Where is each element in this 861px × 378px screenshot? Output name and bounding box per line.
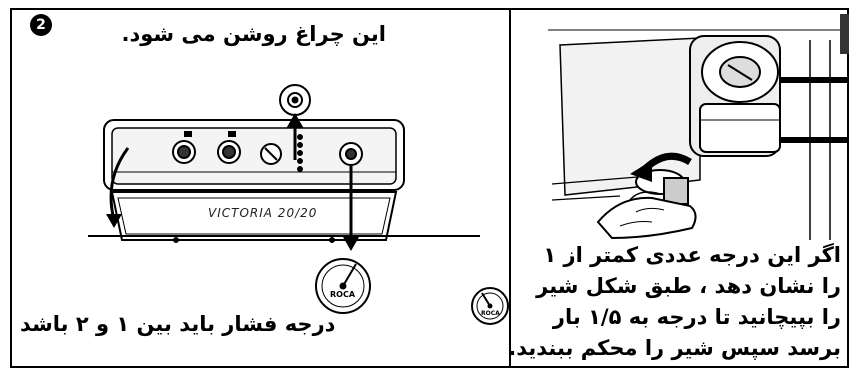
instruction-line: را بپیچانید تا درجه به ۱/۵ بار	[508, 302, 841, 333]
small-gauge-brand-label: ROCA	[481, 310, 500, 317]
lamp-caption: این چراغ روشن می شود.	[122, 22, 386, 46]
instruction-line: برسد سپس شیر را محکم ببندید.	[508, 333, 841, 364]
instruction-line: اگر این درجه عددی کمتر از ۱	[508, 240, 841, 271]
boiler-model-label: VICTORIA 20/20	[208, 206, 317, 220]
pressure-gauge-small	[472, 288, 508, 324]
pump-valve-illustration	[548, 14, 849, 240]
instruction-line: را نشان دهد ، طبق شکل شیر	[508, 271, 841, 302]
gauge-brand-label: ROCA	[330, 290, 355, 299]
pressure-caption: درجه فشار باید بین ۱ و ۲ باشد	[20, 312, 335, 336]
boiler-panel	[88, 120, 480, 242]
valve-instructions: اگر این درجه عددی کمتر از ۱ را نشان دهد …	[508, 240, 841, 364]
